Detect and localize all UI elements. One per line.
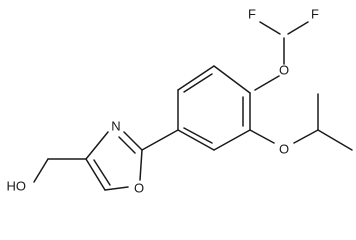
bond-benzene-2-inner	[183, 73, 213, 93]
bond-f-left-chf2	[259, 21, 281, 35]
atom-o-isopropoxy: O	[279, 142, 289, 157]
bond-o-c2	[139, 149, 143, 181]
atom-n-oxazole: N	[111, 119, 120, 134]
bond-ch-ch3-right	[317, 129, 353, 151]
bond-ring-o-isopropoxy	[249, 129, 275, 144]
atom-o-oxazole: O	[134, 181, 144, 196]
bond-benzene-4	[177, 129, 215, 151]
chemical-structure: F F O O N O HO	[7, 7, 353, 196]
bond-n-c4	[85, 131, 109, 160]
bond-benzene-2	[177, 65, 215, 91]
atom-o-difluoromethoxy: O	[279, 63, 289, 78]
atom-hydroxyl: HO	[7, 179, 27, 194]
bond-c2-n	[123, 131, 143, 151]
bond-c2-n-inner	[118, 136, 136, 154]
bond-benzene-oxazole	[141, 129, 179, 151]
bond-benzene-1	[213, 65, 251, 94]
bond-c4-c5	[85, 158, 106, 191]
bond-benzene-4-inner	[183, 127, 213, 144]
bond-c4-c5-inner	[93, 159, 111, 186]
bond-o-ch-isopropyl	[293, 129, 319, 144]
bond-c5-o	[104, 186, 129, 191]
bond-o-ring-top	[254, 75, 280, 91]
atom-f-left: F	[248, 7, 256, 22]
atom-f-right: F	[311, 7, 319, 22]
bond-f-right-chf2	[287, 21, 309, 35]
bond-benzene-5	[213, 129, 251, 151]
bond-ch2-oh	[33, 158, 49, 183]
